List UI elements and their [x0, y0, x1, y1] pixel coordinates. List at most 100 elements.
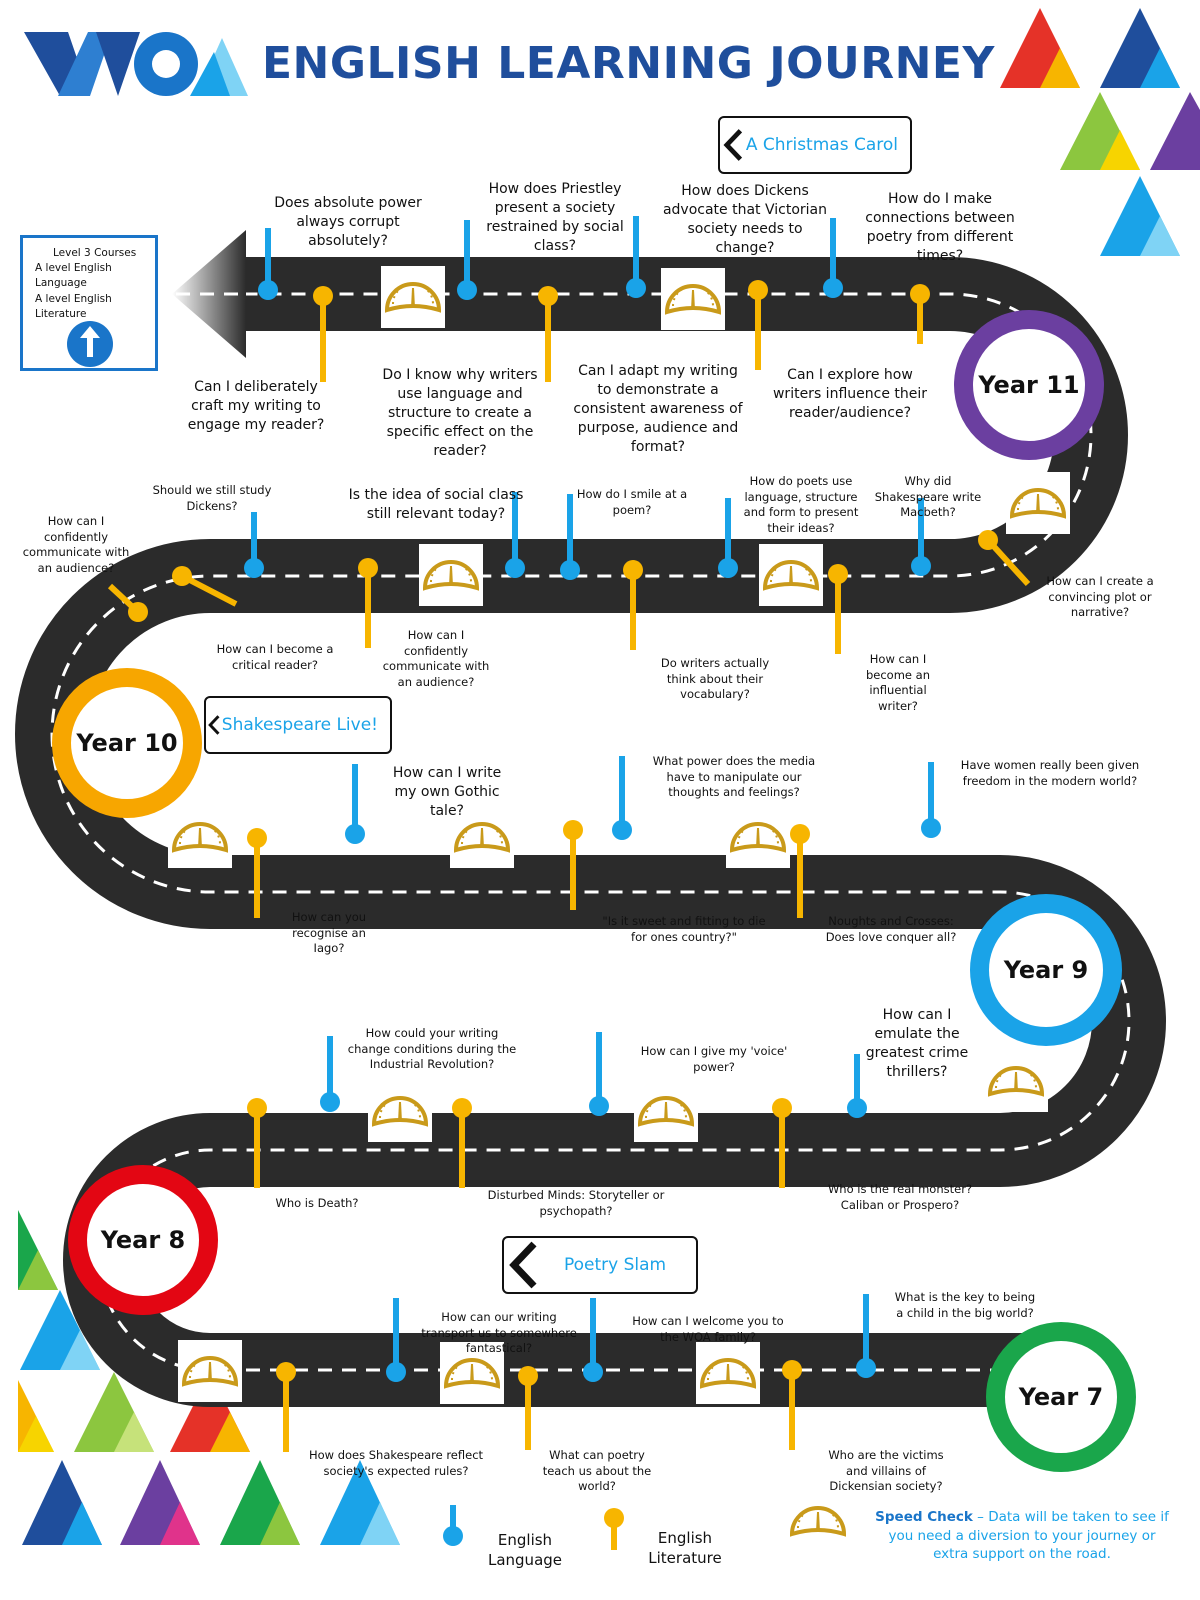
- year-9-badge: Year 9: [970, 894, 1122, 1046]
- literature-pin: [172, 566, 238, 607]
- sign-shakespeare-live: Shakespeare Live!: [204, 696, 392, 754]
- literature-pin: [910, 284, 930, 344]
- question-y7-3: What is the key to being a child in the …: [894, 1290, 1036, 1320]
- question-y11-7: Can I adapt my writing to demonstrate a …: [573, 363, 743, 455]
- question-y8-6: Who is the real monster? Caliban or Pros…: [827, 1182, 973, 1212]
- question-y10-7: How can I create a convincing plot or na…: [1046, 574, 1154, 620]
- year-11-badge: Year 11: [954, 310, 1104, 460]
- language-pin: [258, 228, 278, 300]
- question-y10-3: Is the idea of social class still releva…: [348, 487, 524, 522]
- question-y11-4: How do I make connections between poetry…: [865, 191, 1015, 264]
- literature-pin: [623, 560, 643, 650]
- language-pin: [718, 498, 738, 578]
- question-y8-2: How can I give my 'voice' power?: [640, 1044, 788, 1074]
- language-pin: [911, 498, 931, 576]
- legend-language-label: English Language: [487, 1531, 563, 1570]
- literature-pin: [828, 564, 848, 654]
- speedometer-icon: [450, 806, 514, 868]
- legend-literature-pin: [604, 1508, 624, 1550]
- question-y11-1: Does absolute power always corrupt absol…: [274, 195, 422, 249]
- speed-check-title: Speed Check: [875, 1509, 973, 1525]
- language-pin: [823, 218, 843, 298]
- road-centre-line: [50, 292, 1131, 1372]
- course-line: A level English: [35, 292, 112, 305]
- language-pin: [921, 762, 941, 838]
- question-y10-10: Do writers actually think about their vo…: [660, 656, 770, 702]
- question-y11-6: Do I know why writers use language and s…: [382, 367, 538, 459]
- speedometer-icon: [440, 1342, 504, 1404]
- year-7-badge: Year 7: [986, 1322, 1136, 1472]
- language-pin: [856, 1294, 876, 1378]
- speedometer-icon: [178, 1340, 242, 1402]
- level3-courses-box: Level 3 Courses A level English Language…: [20, 235, 158, 371]
- literature-pin: [563, 820, 583, 910]
- year-8-badge: Year 8: [68, 1165, 218, 1315]
- question-y9-2: What power does the media have to manipu…: [652, 754, 816, 800]
- literature-pin: [313, 286, 333, 382]
- literature-pin: [772, 1098, 792, 1188]
- question-y10-11: How can I become an influential writer?: [865, 652, 930, 713]
- literature-pin: [247, 828, 267, 918]
- speedometer-icon: [661, 268, 725, 330]
- language-pin: [583, 1298, 603, 1382]
- sign-label: Shakespeare Live!: [221, 715, 378, 735]
- question-y10-6: Why did Shakespeare write Macbeth?: [874, 474, 982, 520]
- literature-pin: [978, 530, 1031, 587]
- legend-language-pin: [443, 1505, 463, 1546]
- question-y7-2: How can I welcome you to the WOA family?: [632, 1314, 784, 1344]
- question-y8-3: How can I emulate the greatest crime thr…: [865, 1007, 969, 1080]
- language-pin: [589, 1032, 609, 1116]
- question-y11-2: How does Priestley present a society res…: [486, 181, 624, 254]
- question-y10-9: How can I confidently communicate with a…: [382, 628, 490, 689]
- question-y10-2: Should we still study Dickens?: [152, 483, 272, 513]
- legend-literature-label: English Literature: [648, 1529, 722, 1568]
- literature-pin: [276, 1362, 296, 1452]
- literature-pin: [358, 558, 378, 648]
- question-y11-3: How does Dickens advocate that Victorian…: [662, 183, 828, 256]
- course-line: Language: [35, 277, 87, 290]
- speedometer-icon: [381, 266, 445, 328]
- literature-pin: [790, 824, 810, 918]
- question-y8-1: How could your writing change conditions…: [347, 1026, 517, 1072]
- question-y10-8: How can I become a critical reader?: [216, 642, 334, 672]
- question-y9-5: "Is it sweet and fitting to die for ones…: [602, 914, 766, 944]
- courses-text: Level 3 Courses A level English Language…: [35, 246, 136, 322]
- question-y7-6: Who are the victims and villains of Dick…: [828, 1448, 944, 1494]
- question-y10-1: How can I confidently communicate with a…: [22, 514, 130, 575]
- literature-pin: [247, 1098, 267, 1188]
- question-y7-4: How does Shakespeare reflect society's e…: [308, 1448, 484, 1478]
- literature-pin: [107, 583, 148, 622]
- question-y10-5: How do poets use language, structure and…: [743, 474, 859, 535]
- decorative-triangles-bottom: [18, 1210, 400, 1545]
- question-y9-3: Have women really been given freedom in …: [960, 758, 1140, 788]
- literature-pin: [748, 280, 768, 370]
- question-y9-4: How can you recognise an Iago?: [291, 910, 367, 956]
- language-pin: [345, 764, 365, 844]
- literature-pin: [518, 1366, 538, 1450]
- language-pin: [626, 216, 646, 298]
- literature-pin: [452, 1098, 472, 1188]
- question-y7-1: How can our writing transport us to some…: [421, 1310, 577, 1356]
- speedometer-icon: [419, 544, 483, 606]
- speedometer-icon: [984, 1050, 1048, 1112]
- question-y9-6: Noughts and Crosses: Does love conquer a…: [825, 914, 957, 944]
- question-y9-1: How can I write my own Gothic tale?: [392, 765, 502, 819]
- course-line: Literature: [35, 307, 87, 320]
- speedometer-icon: [368, 1080, 432, 1142]
- course-line: A level English: [35, 262, 112, 275]
- year-10-badge: Year 10: [52, 668, 202, 818]
- language-pin: [457, 220, 477, 300]
- speedometer-icon: [786, 1490, 850, 1552]
- speedometer-icon: [168, 806, 232, 868]
- language-pin: [505, 492, 525, 578]
- sign-a-christmas-carol: A Christmas Carol: [718, 116, 912, 174]
- courses-heading: Level 3 Courses: [53, 247, 137, 259]
- decorative-triangles-top: [1000, 8, 1200, 256]
- chevron-left-icon: [208, 715, 220, 735]
- language-pin: [612, 756, 632, 840]
- woa-logo: [24, 32, 248, 96]
- chevron-left-icon: [509, 1241, 537, 1289]
- question-y8-4: Who is Death?: [275, 1196, 359, 1210]
- literature-pin: [782, 1360, 802, 1450]
- language-pin: [244, 512, 264, 578]
